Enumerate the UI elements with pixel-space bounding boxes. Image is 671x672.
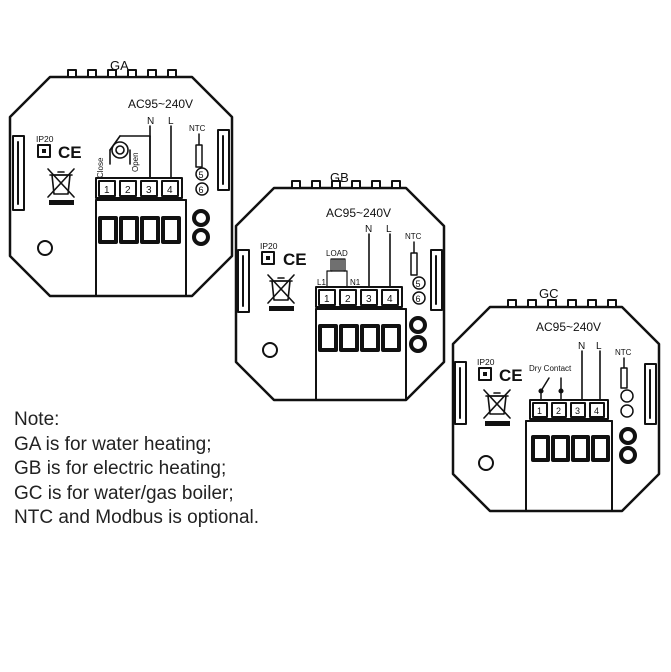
terminal-label: 3 — [366, 294, 372, 305]
note-line: GC is for water/gas boiler; — [14, 482, 234, 504]
ce-mark: CE — [283, 250, 307, 269]
ip-symbol-core — [266, 256, 270, 260]
weee-bin-icon — [267, 274, 295, 311]
terminal-label: 1 — [324, 294, 330, 305]
terminal-label: 3 — [146, 185, 152, 196]
ip-symbol — [261, 251, 275, 265]
l1-label: L1 — [317, 278, 326, 287]
terminal-1 — [98, 180, 116, 197]
note-line: GB is for electric heating; — [14, 458, 227, 479]
terminal-label: 4 — [387, 294, 393, 305]
voltage-label: AC95~240V — [326, 206, 391, 220]
terminal-3 — [570, 402, 586, 418]
note-title: Note: — [14, 409, 60, 430]
voltage-label: AC95~240V — [128, 97, 193, 111]
terminal-4 — [589, 402, 605, 418]
n-label: N — [147, 116, 154, 127]
n1-label: N1 — [350, 278, 361, 287]
ip-rating: IP20 — [260, 241, 278, 251]
ip-symbol-core — [483, 372, 487, 376]
ntc-terminal-6: 6 — [199, 185, 204, 195]
ntc-label: NTC — [615, 348, 632, 357]
terminal-1 — [532, 402, 548, 418]
dry-contact-label: Dry Contact — [529, 364, 572, 373]
terminal-label: 3 — [575, 406, 580, 416]
terminal-label: 2 — [125, 185, 131, 196]
led-indicator-icon — [262, 342, 278, 358]
terminal-4 — [161, 180, 179, 197]
valve-open-label: Open — [131, 152, 140, 172]
side-clip-right — [217, 129, 230, 191]
ip-symbol — [478, 367, 492, 381]
ntc-label: NTC — [189, 124, 206, 133]
side-clip-right — [430, 249, 443, 311]
side-clip-left — [12, 135, 25, 211]
connector-housing — [525, 420, 637, 512]
ntc-terminal-6: 6 — [416, 294, 421, 304]
ntc-terminal-5: 5 — [416, 279, 421, 289]
l-label: L — [386, 224, 392, 235]
led-indicator-icon — [37, 240, 53, 256]
unit-name: GC — [539, 286, 559, 301]
terminal-2 — [551, 402, 567, 418]
connector-housing — [315, 308, 427, 401]
terminal-label: 4 — [167, 185, 173, 196]
voltage-label: AC95~240V — [536, 320, 601, 334]
weee-bin-icon — [47, 168, 75, 205]
ip-rating: IP20 — [36, 134, 54, 144]
dry-contact-switch-icon — [538, 377, 564, 401]
terminal-label: 1 — [537, 406, 542, 416]
thermostat-unit-gb: GB AC95~240V N L NTC IP20 CE LOAD — [234, 170, 446, 402]
side-clip-left — [454, 361, 467, 425]
terminal-3 — [360, 289, 378, 306]
top-tabs — [291, 180, 401, 189]
ntc-sensor-icon — [620, 357, 634, 418]
terminal-label: 4 — [594, 406, 599, 416]
n-label: N — [578, 341, 585, 352]
terminal-block: 1 2 3 4 — [95, 177, 183, 199]
weee-bin-icon — [483, 389, 511, 426]
unit-name: GB — [330, 170, 349, 185]
terminal-label: 2 — [556, 406, 561, 416]
l-label: L — [168, 116, 174, 127]
load-label: LOAD — [326, 249, 348, 258]
ce-mark: CE — [499, 366, 523, 385]
terminal-label: 2 — [345, 294, 351, 305]
top-tabs — [507, 299, 617, 308]
terminal-4 — [381, 289, 399, 306]
terminal-block: 1 2 3 4 — [529, 399, 609, 420]
led-indicator-icon — [478, 455, 494, 471]
terminal-3 — [140, 180, 158, 197]
valve-close-label: Close — [96, 157, 105, 178]
ip-symbol-core — [42, 149, 46, 153]
side-clip-right — [644, 363, 657, 425]
connector-housing — [95, 199, 210, 297]
n-label: N — [365, 224, 372, 235]
top-tabs — [67, 69, 177, 78]
side-clip-left — [237, 249, 250, 313]
thermostat-unit-ga: GA AC95~240V N L NTC IP20 CE Close Open — [8, 58, 234, 298]
motorized-valve-icon — [109, 135, 151, 179]
terminal-label: 1 — [104, 185, 110, 196]
l-label: L — [596, 341, 602, 352]
ntc-sensor-icon: 5 6 — [195, 133, 209, 196]
ce-mark: CE — [58, 143, 82, 162]
terminal-1 — [318, 289, 336, 306]
note-line: NTC and Modbus is optional. — [14, 507, 260, 528]
unit-name: GA — [110, 58, 129, 73]
ntc-terminal-5: 5 — [199, 170, 204, 180]
thermostat-unit-gc: GC AC95~240V N L NTC IP20 CE Dry Contact — [451, 286, 661, 513]
ip-rating: IP20 — [477, 357, 495, 367]
terminal-2 — [339, 289, 357, 306]
terminal-2 — [119, 180, 137, 197]
ip-symbol — [37, 144, 51, 158]
unit-outline — [8, 75, 234, 298]
note-block: Note: GA is for water heating; GB is for… — [14, 408, 259, 531]
ntc-label: NTC — [405, 232, 422, 241]
terminal-block: 1 2 3 4 — [315, 286, 403, 308]
heating-load-icon — [326, 258, 348, 287]
note-line: GA is for water heating; — [14, 433, 212, 455]
ntc-sensor-icon: 5 6 — [410, 241, 426, 305]
